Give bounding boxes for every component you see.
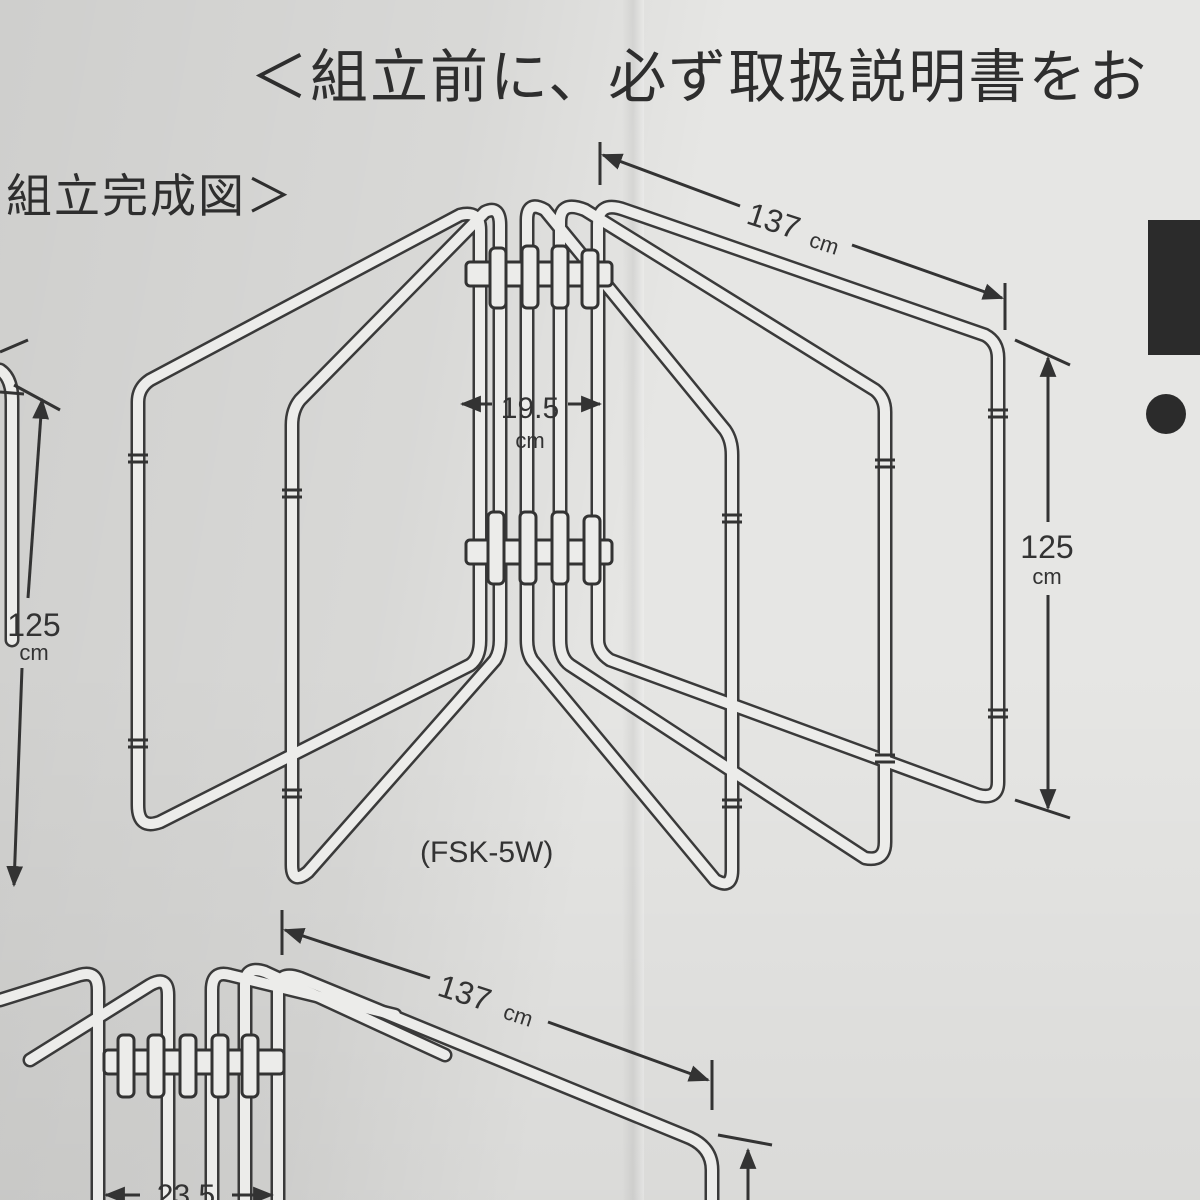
height-value: 125 (1020, 529, 1073, 565)
bottom-width-dimension (280, 910, 714, 1110)
height-unit: cm (1032, 564, 1061, 589)
bullet-icon (1146, 394, 1186, 434)
section-heading: 組立完成図＞ (6, 169, 294, 223)
gap-unit: cm (515, 428, 544, 453)
left-rack-partial (0, 362, 20, 648)
height-dimension (1014, 338, 1071, 820)
side-section-marker (1148, 220, 1200, 355)
width-value: 137 (743, 195, 805, 246)
bottom-rack-tube (0, 965, 717, 1200)
width-unit: cm (806, 227, 842, 260)
left-height-unit: cm (19, 640, 48, 665)
left-height-dimension (0, 338, 61, 888)
bottom-height-dimension (717, 1133, 773, 1200)
bottom-width-value: 137 (434, 967, 496, 1018)
left-height-value: 125 (7, 607, 60, 643)
gap-value: 19.5 (501, 392, 559, 425)
bottom-rack-hinge (102, 1033, 286, 1099)
bottom-gap-value: 23.5 (157, 1179, 215, 1200)
rack-frame-tube (133, 201, 1003, 889)
width-dimension (598, 142, 1007, 330)
model-label: (FSK-5W) (420, 836, 553, 869)
page-heading: ＜組立前に、必ず取扱説明書をお (250, 43, 1149, 111)
top-hinge (464, 244, 614, 310)
bottom-hinge (464, 510, 614, 586)
frame-joints (128, 408, 1008, 809)
bottom-width-unit: cm (500, 999, 536, 1032)
